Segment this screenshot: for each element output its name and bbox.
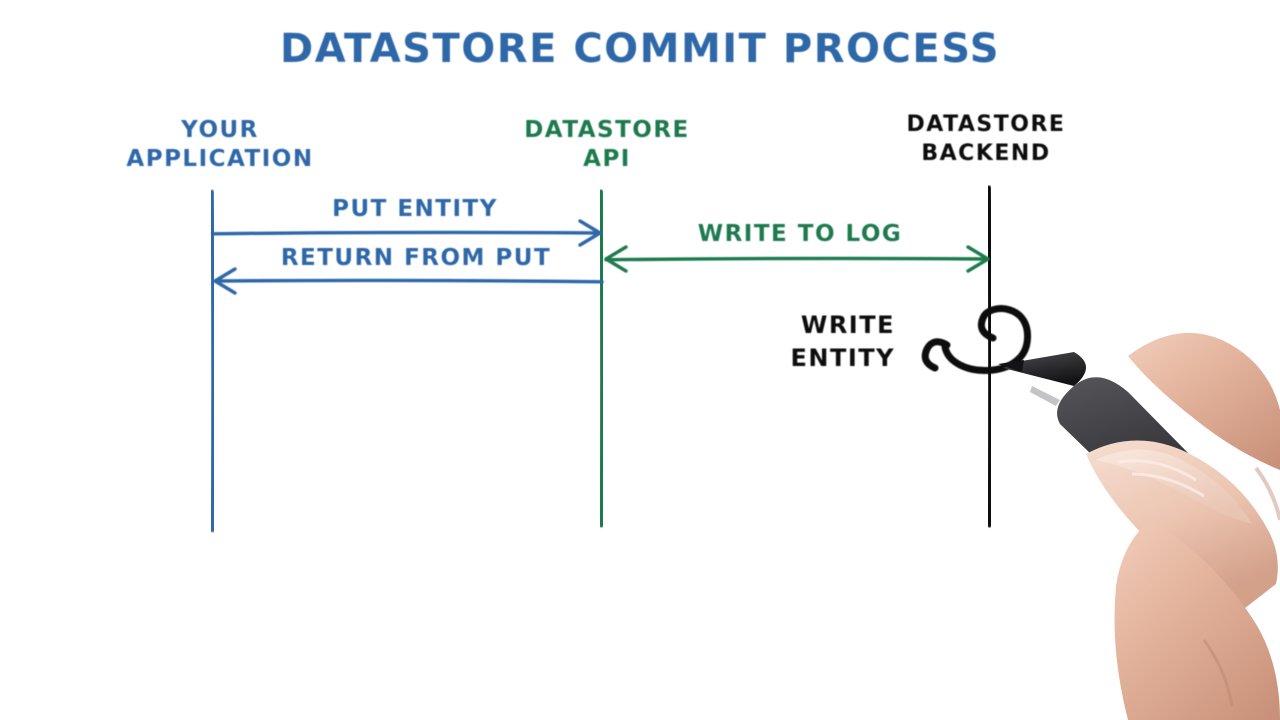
thumb	[1086, 440, 1278, 612]
page-title: DATASTORE COMMIT PROCESS	[280, 26, 1000, 72]
message-put-entity: PUT ENTITY	[211, 196, 602, 247]
finger-crease	[1202, 639, 1234, 707]
self-message-write-entity: WRITE ENTITY	[790, 305, 1031, 374]
lifeline-datastore-backend: DATASTORE BACKEND	[907, 112, 1066, 528]
thumb-nail-texture	[1117, 459, 1205, 498]
self-message-label-write-entity: WRITE	[801, 311, 895, 339]
lifeline-label-your-application: YOUR	[180, 117, 259, 143]
lifeline-datastore-api: DATASTORE API	[524, 117, 690, 528]
lifeline-label-datastore-backend-line2: BACKEND	[921, 141, 1050, 166]
drawing-hand	[998, 332, 1280, 720]
knuckle-shadow	[1254, 466, 1280, 521]
stylus-tip-highlight	[1030, 386, 1060, 406]
stylus-tip	[998, 360, 1024, 372]
stylus-nose-cone	[1003, 352, 1086, 386]
lifeline-stroke-your-application	[209, 189, 216, 533]
lifeline-stroke-datastore-api	[598, 189, 605, 528]
lifeline-label-datastore-backend: DATASTORE	[907, 112, 1066, 137]
lifeline-your-application: YOUR APPLICATION	[126, 117, 313, 533]
lifeline-label-your-application-line2: APPLICATION	[126, 146, 313, 172]
index-finger	[1128, 332, 1280, 470]
message-return-from-put: RETURN FROM PUT	[213, 245, 604, 295]
self-message-label-write-entity-line2: ENTITY	[790, 344, 895, 372]
message-label-write-to-log: WRITE TO LOG	[698, 221, 903, 247]
message-label-return-from-put: RETURN FROM PUT	[281, 245, 551, 271]
lifeline-stroke-datastore-backend	[986, 185, 993, 528]
lifeline-label-datastore-api: DATASTORE	[524, 117, 690, 143]
thumb-nail	[1096, 449, 1252, 524]
message-label-put-entity: PUT ENTITY	[332, 196, 498, 222]
lifeline-label-datastore-api-line2: API	[583, 146, 631, 172]
palm	[1114, 520, 1280, 720]
message-write-to-log: WRITE TO LOG	[604, 221, 990, 273]
self-loop-icon	[921, 305, 1031, 374]
message-arrow-write-to-log	[604, 245, 990, 273]
message-arrow-put-entity	[211, 219, 602, 247]
message-arrow-return-from-put	[213, 267, 604, 295]
